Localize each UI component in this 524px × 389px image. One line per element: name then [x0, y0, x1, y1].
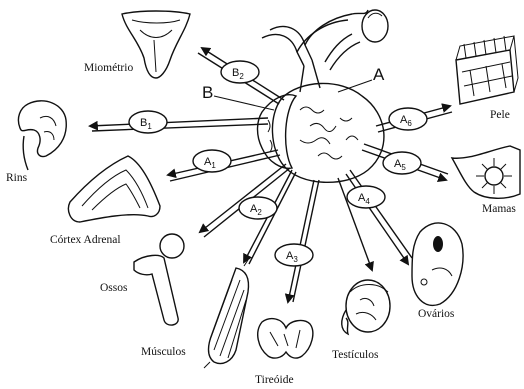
label-testiculos: Testículos [332, 349, 379, 361]
label-musculos: Músculos [141, 346, 186, 358]
gland-letter-a: A [373, 65, 385, 84]
label-rins: Rins [6, 172, 28, 184]
adrenal-cortex-icon [68, 156, 160, 222]
hormone-oval-a5: A5 [383, 152, 421, 174]
bone-icon [134, 234, 184, 325]
skin-icon [456, 36, 518, 104]
label-ossos: Ossos [100, 282, 128, 294]
hormone-oval-a1: A1 [193, 150, 231, 172]
ovary-icon [412, 223, 463, 305]
label-ovarios: Ovários [418, 308, 455, 320]
label-cortex-adrenal: Córtex Adrenal [50, 234, 121, 246]
hormone-oval-a2: A2 [239, 197, 277, 219]
hormone-oval-a6: A6 [389, 108, 427, 130]
hormone-oval-b1: B1 [129, 111, 167, 133]
label-miometrio: Miométrio [84, 62, 133, 74]
testis-icon [342, 280, 390, 334]
gland-letter-b: B [202, 83, 213, 102]
label-mamas: Mamas [482, 203, 516, 215]
gland-label-a: A [338, 65, 385, 92]
hormone-oval-a3: A3 [275, 244, 313, 266]
hypothalamus-stalk [262, 10, 388, 92]
label-tireoide: Tireóide [255, 374, 294, 386]
hormone-arrows [90, 48, 452, 302]
breast-icon [452, 146, 520, 198]
hormone-oval-a4: A4 [347, 186, 385, 208]
muscle-icon [204, 260, 249, 368]
pituitary-gland [258, 83, 384, 182]
thyroid-icon [258, 319, 313, 358]
label-pele: Pele [490, 109, 510, 121]
hormone-oval-b2: B2 [221, 61, 259, 83]
kidney-icon [18, 101, 66, 170]
